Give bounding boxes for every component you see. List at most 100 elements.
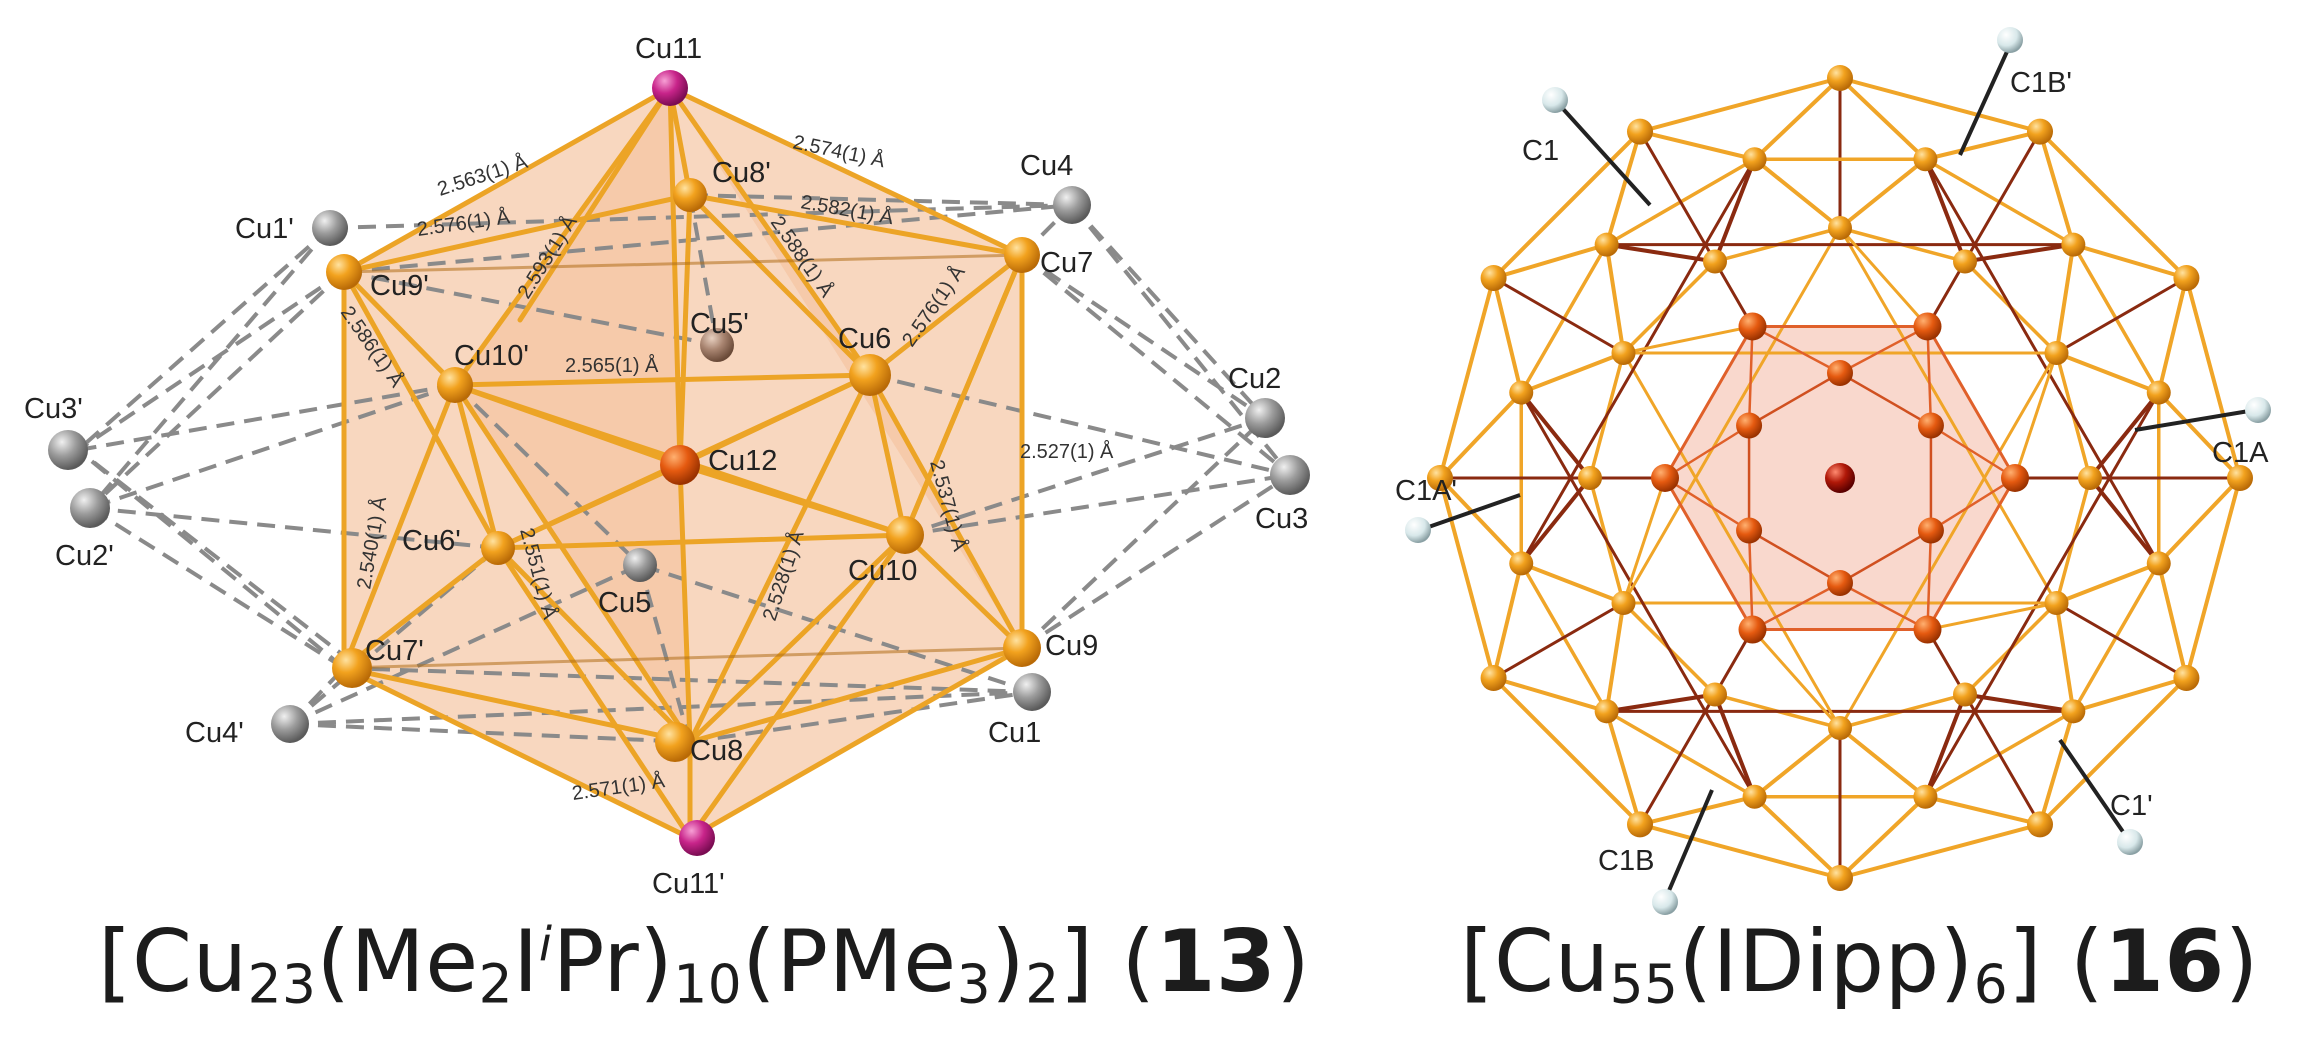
solid-bonds xyxy=(341,85,1025,841)
cu-atom-inner xyxy=(1913,312,1942,341)
bond-line xyxy=(1604,242,1626,355)
bond-line xyxy=(1751,581,1842,631)
bond-line xyxy=(1838,226,1929,328)
distance-label: 2.565(1) Å xyxy=(565,354,659,377)
bond-line xyxy=(2038,709,2076,827)
bond-line xyxy=(1747,325,1754,427)
atom-cu5p xyxy=(700,328,734,362)
cu-atom-outer xyxy=(2027,118,2053,145)
cu-atom-outer xyxy=(1627,811,1653,838)
cu-atom-outer xyxy=(2044,591,2069,615)
label-cu11: Cu11 xyxy=(635,33,702,65)
atom-cu8 xyxy=(655,722,695,762)
bond-line xyxy=(1747,529,1754,631)
bond-line xyxy=(1838,226,2059,605)
bond-line xyxy=(2038,129,2076,247)
bond-line xyxy=(1438,390,1524,480)
formula-compound-13: [Cu23(Me2IiPr)10(PMe3)2] (13) xyxy=(98,912,1310,1016)
atom-cu5 xyxy=(623,548,657,582)
bond-line xyxy=(1492,276,1625,355)
bond-line xyxy=(1747,371,1842,427)
formula-part: [Cu xyxy=(1460,912,1610,1012)
bond-line xyxy=(1838,794,1928,880)
bond-line xyxy=(1621,226,1842,605)
cu-atom-outer xyxy=(1509,551,1534,576)
bond-line xyxy=(1519,351,1626,395)
label-cu4: Cu4 xyxy=(1020,150,1073,182)
cu-atom-outer xyxy=(1913,147,1938,172)
formula-part: (IDipp) xyxy=(1678,912,1974,1012)
atom-cu8p xyxy=(673,178,707,212)
label-cu8: Cu8 xyxy=(690,735,743,767)
bond-line xyxy=(1638,76,1842,134)
cu-atom-outer xyxy=(2027,811,2053,838)
label-cu6p: Cu6' xyxy=(402,525,461,557)
bond-line xyxy=(1519,390,1592,480)
bond-line xyxy=(1491,129,1642,280)
formula-part: I xyxy=(513,912,539,1012)
bond-line xyxy=(1438,276,1496,480)
bond-line xyxy=(1923,391,2161,799)
formula-part: ( xyxy=(1093,912,1156,1012)
cu-atom-outer xyxy=(1480,665,1507,691)
bond-line xyxy=(1621,351,1842,730)
cu-atom-outer xyxy=(2227,465,2253,491)
cu-atom-outer xyxy=(1827,65,1853,91)
bond-line xyxy=(1663,476,1754,632)
cu-atom-outer xyxy=(1913,784,1938,809)
label-cu12: Cu12 xyxy=(708,445,777,477)
bonds-16 xyxy=(1438,76,2242,880)
bond-line xyxy=(1519,391,1757,799)
label-cu4p: Cu4' xyxy=(185,717,244,749)
bond-line xyxy=(1663,424,1751,480)
formula-part: ] xyxy=(1059,912,1094,1012)
formula-part: (PMe xyxy=(742,912,957,1012)
bond-line xyxy=(1926,601,2059,632)
bond-line xyxy=(2071,242,2189,280)
label-c1: C1 xyxy=(1522,135,1559,167)
label-cu5p: Cu5' xyxy=(690,308,749,340)
bond-line xyxy=(1638,794,1757,827)
label-cu3p: Cu3' xyxy=(24,393,83,425)
bond-line xyxy=(1752,794,1842,880)
atoms-13 xyxy=(48,70,1310,856)
cu-atom-outer xyxy=(1953,682,1977,707)
bond-line xyxy=(2054,561,2161,605)
bond-line xyxy=(1752,76,1842,162)
bond-line xyxy=(1713,157,1757,264)
carbon-atom xyxy=(1997,27,2023,53)
bond-line xyxy=(1604,709,1642,827)
bond-line xyxy=(1838,76,2042,134)
formula-superscript: i xyxy=(538,917,553,973)
compound-number: 13 xyxy=(1155,912,1277,1012)
bond-line xyxy=(1519,561,1626,605)
atom-cu7p xyxy=(332,648,372,688)
carbon-atom xyxy=(2117,829,2143,855)
bond-line xyxy=(1638,129,1757,162)
compound-number: 16 xyxy=(2104,912,2225,1012)
bond-line xyxy=(2156,276,2189,395)
label-cu9: Cu9 xyxy=(1045,630,1098,662)
formula-part: Pr) xyxy=(552,912,674,1012)
bond-line xyxy=(1838,581,1929,631)
bond-line xyxy=(1923,129,2042,162)
formula-part: ] xyxy=(2008,912,2043,1012)
bond-line xyxy=(1491,561,1524,680)
bond-line xyxy=(1926,324,2017,480)
bond-line xyxy=(1751,325,1842,375)
formula-compound-16: [Cu55(IDipp)6] (16) xyxy=(1460,912,2259,1016)
atoms-16 xyxy=(1427,65,2253,891)
structure-13-cluster: Cu11 Cu11' Cu8' Cu9' Cu7 Cu10' Cu6 Cu5' … xyxy=(24,33,1310,900)
formula-subscript: 2 xyxy=(478,953,514,1016)
bond-line xyxy=(1926,476,2017,632)
bond-line xyxy=(1838,822,2042,880)
bond-line xyxy=(2038,129,2189,280)
cu-atom-outer xyxy=(1827,865,1853,891)
bond-line xyxy=(1747,529,1842,585)
label-cu1p: Cu1' xyxy=(235,213,294,245)
atom-cu1p xyxy=(312,210,348,246)
formula-subscript: 6 xyxy=(1973,953,2009,1016)
atom-cu10 xyxy=(886,516,924,554)
label-cu1: Cu1 xyxy=(988,717,1041,749)
cu-atom-inner xyxy=(1917,517,1944,544)
